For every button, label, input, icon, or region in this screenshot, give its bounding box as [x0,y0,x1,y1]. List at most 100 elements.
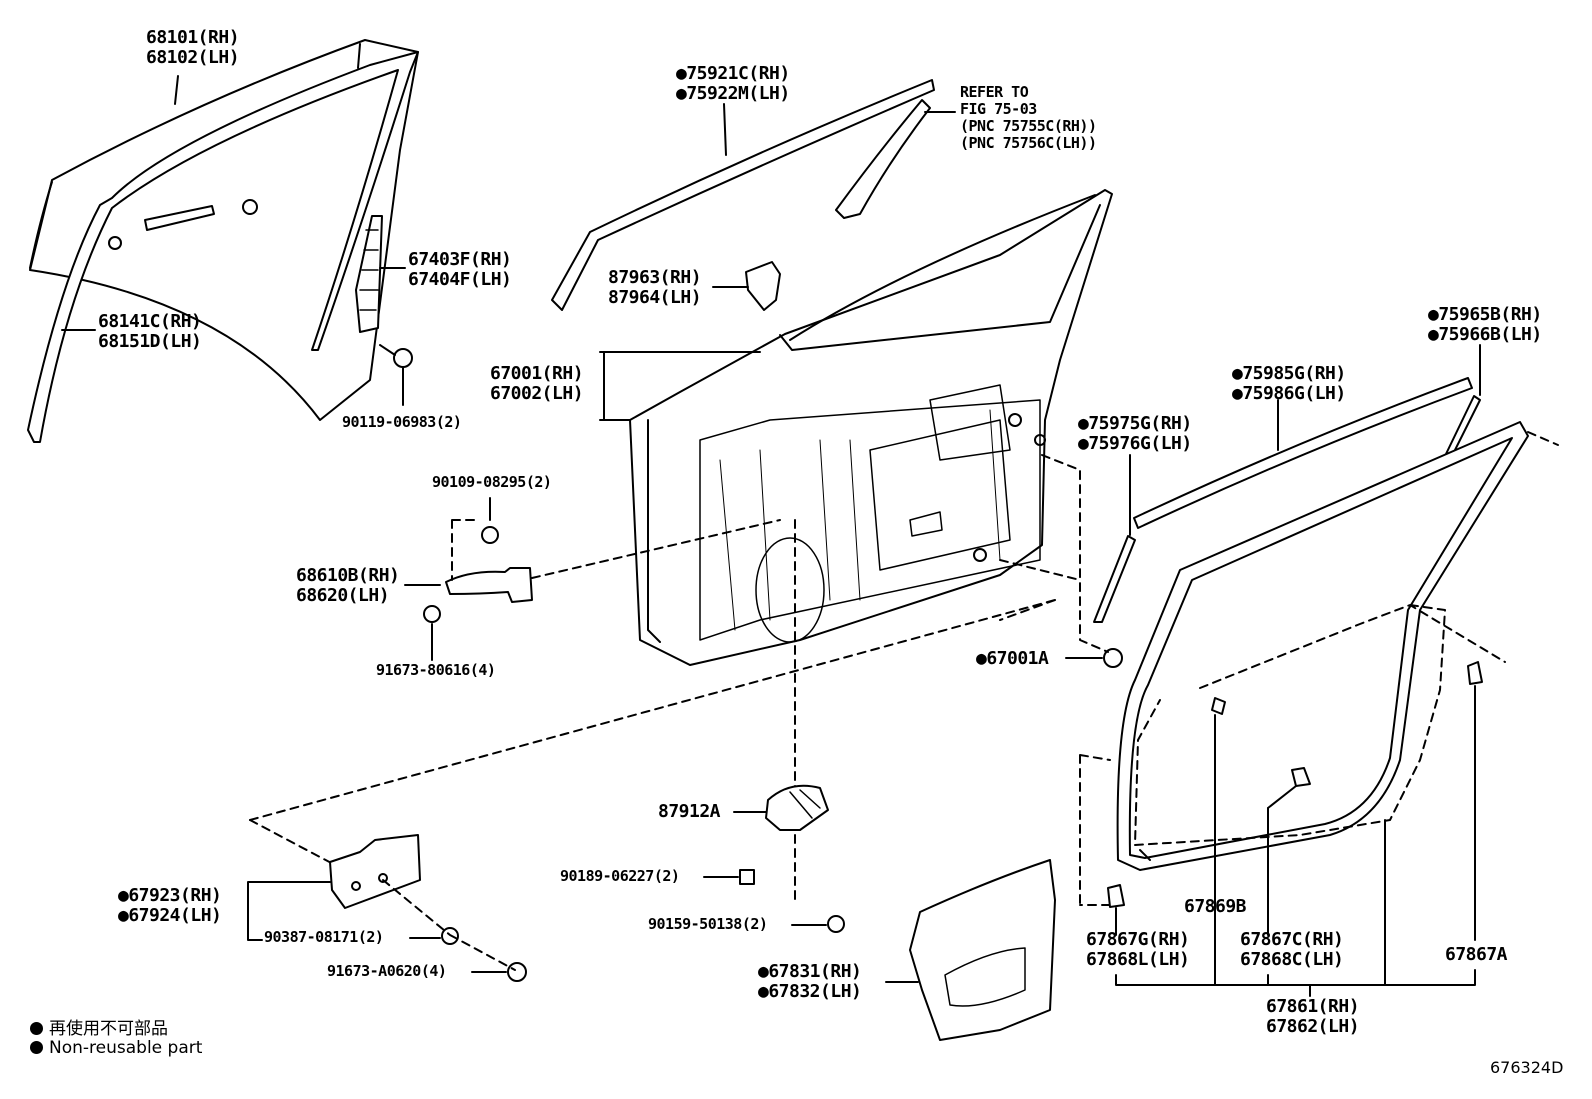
run-channel-part [27,51,419,443]
screw-90159 [827,915,845,933]
inside-handle-part [765,784,829,831]
clip-67867a [1467,661,1483,685]
clip-67867c [1291,767,1311,787]
dashed-weatherstrip-3 [1527,431,1559,446]
leader-67867c-a [1267,785,1297,809]
part-67831: ●67831(RH) [758,961,862,982]
dashed-projection-2 [249,819,336,866]
label-67867a: 67867A [1445,944,1508,965]
bracket-67001 [599,351,631,421]
bolt-91673b [507,962,527,982]
part-67867a: 67867A [1445,944,1508,965]
dashed-weatherstrip [1134,604,1506,846]
label-75975: ●75975G(RH)●75976G(LH) [1078,414,1192,454]
door-weatherstrip-part [1116,421,1529,871]
part-68101: 68101(RH) [146,27,240,48]
part-68151: 68151D(LH) [98,331,202,352]
legend-jp: 再使用不可部品 [30,1014,168,1039]
label-68610: 68610B(RH)68620(LH) [296,566,400,606]
dashed-clip [1041,454,1109,653]
part-67867g: 67867G(RH) [1086,929,1190,950]
legend-jp-text: 再使用不可部品 [49,1019,168,1039]
rear-channel-part [355,215,413,368]
label-75965: ●75965B(RH)●75966B(LH) [1428,305,1542,345]
part-67868c: 67868C(LH) [1240,949,1344,970]
part-87963: 87963(RH) [608,267,702,288]
bullet-icon [30,1022,43,1035]
refer-line-2: FIG 75-03 [960,100,1037,118]
part-90109: 90109-08295(2) [432,473,552,491]
part-68141: 68141C(RH) [98,311,202,332]
legend-en: Non-reusable part [30,1038,202,1058]
bullet-icon [30,1041,43,1054]
part-91673a: 91673-80616(4) [376,661,496,679]
label-67001a: ●67001A [976,648,1049,669]
part-90119: 90119-06983(2) [342,413,462,431]
part-67924: ●67924(LH) [118,905,222,926]
part-90387: 90387-08171(2) [264,928,384,946]
dashed-clip-2 [999,559,1081,581]
weatherstrip-75975 [1093,535,1136,623]
clip-67869b [1211,697,1226,715]
part-75921: ●75921C(RH) [676,63,790,84]
label-90109: 90109-08295(2) [432,473,552,491]
label-87963: 87963(RH)87964(LH) [608,267,702,308]
label-90387: 90387-08171(2) [264,928,384,946]
part-68102: 68102(LH) [146,47,240,68]
part-67002: 67002(LH) [490,383,584,404]
refer-line-4: (PNC 75756C(LH)) [960,134,1097,152]
dashed-projection [249,599,1056,821]
door-panel-part [629,189,1113,666]
part-67869: 67869B [1184,896,1247,917]
part-67923: ●67923(RH) [118,885,222,906]
lock-reinforcement-part [329,834,421,909]
bracket-67923 [247,881,331,941]
part-75975: ●75975G(RH) [1078,413,1192,434]
leader-75921 [723,103,727,156]
part-67867c: 67867C(RH) [1240,929,1344,950]
legend-en-text: Non-reusable part [49,1038,203,1058]
part-75922: ●75922M(LH) [676,83,790,104]
dashed-check [451,519,481,581]
dashed-weatherstrip-2 [1079,754,1111,906]
label-75921: ●75921C(RH)●75922M(LH) [676,64,790,104]
label-67403: 67403F(RH)67404F(LH) [408,249,512,290]
part-75965: ●75965B(RH) [1428,304,1542,325]
bracket-87963 [745,261,781,311]
label-91673a: 91673-80616(4) [376,661,496,679]
refer-line-1: REFER TO [960,83,1029,101]
label-67923: ●67923(RH)●67924(LH) [118,885,222,926]
part-75976: ●75976G(LH) [1078,433,1192,454]
label-67831: ●67831(RH)●67832(LH) [758,961,862,1002]
figure-id: 676324D [1490,1058,1564,1077]
service-cover-part [909,859,1056,1041]
washer-90387 [441,927,459,945]
part-75986: ●75986G(LH) [1232,383,1346,404]
door-check-part [423,526,533,623]
part-68620: 68620(LH) [296,585,390,606]
part-91673b: 91673-A0620(4) [327,962,447,980]
label-67001: 67001(RH)67002(LH) [490,364,584,404]
label-75985: ●75985G(RH)●75986G(LH) [1232,364,1346,404]
refer-line-3: (PNC 75755C(RH)) [960,117,1097,135]
label-90159: 90159-50138(2) [648,915,768,933]
part-87912: 87912A [658,801,721,822]
dashed-lock [382,879,516,971]
label-91673b: 91673-A0620(4) [327,962,447,980]
clip-67867g [1107,884,1125,908]
weatherstrip-75985 [1133,377,1473,529]
dashed-check-door [531,519,781,579]
part-90189: 90189-06227(2) [560,867,680,885]
label-67861: 67861(RH)67862(LH) [1266,996,1360,1037]
part-67861: 67861(RH) [1266,996,1360,1017]
part-75985: ●75985G(RH) [1232,363,1346,384]
label-67867c: 67867C(RH)67868C(LH) [1240,929,1344,970]
part-90159: 90159-50138(2) [648,915,768,933]
clip-67001a [1103,648,1123,668]
part-67001a: ●67001A [976,648,1049,669]
part-67403: 67403F(RH) [408,249,512,270]
clip-90189 [739,869,755,885]
